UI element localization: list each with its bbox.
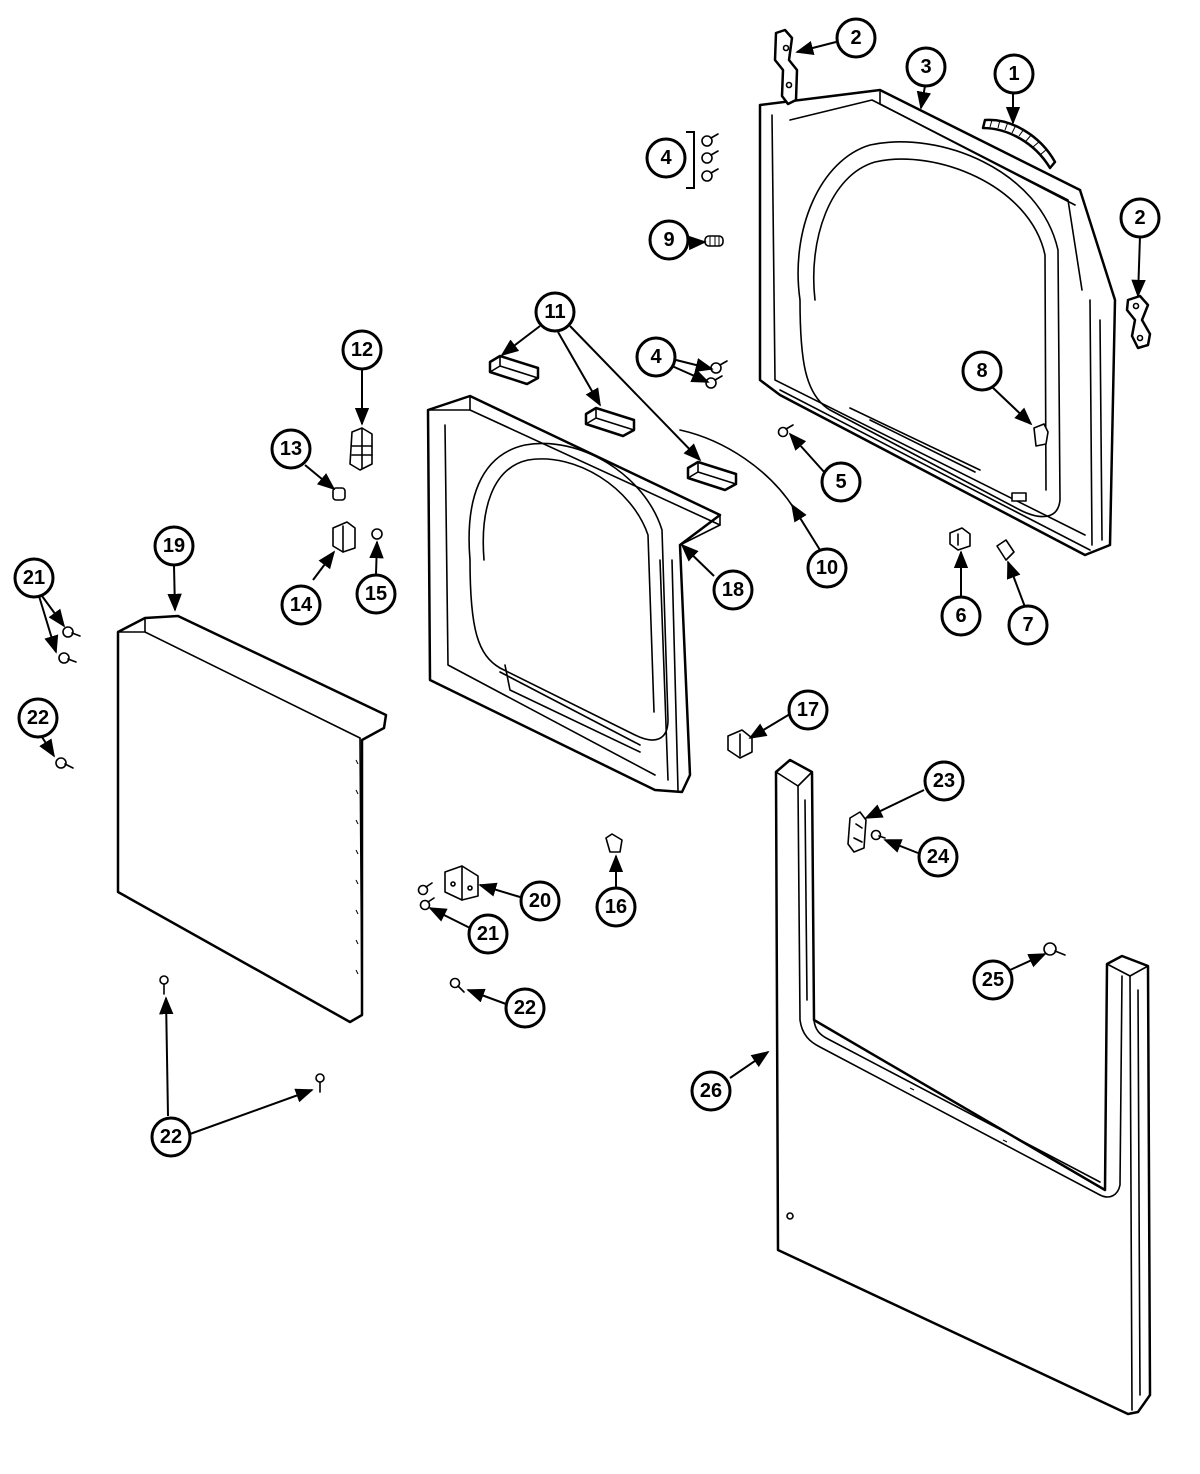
part-3-rear-panel [758, 88, 1117, 557]
part-18-front-frame [426, 394, 722, 794]
part-19-door-panel [116, 614, 388, 1024]
callout-14: 14 [280, 584, 322, 626]
part-2-bracket-top [773, 28, 799, 106]
callout-22-middle: 22 [504, 987, 546, 1029]
svg-text:8: 8 [976, 360, 987, 382]
svg-text:25: 25 [982, 969, 1004, 991]
callout-21-left: 21 [13, 557, 55, 599]
callout-20: 20 [519, 880, 561, 922]
svg-text:21: 21 [477, 923, 499, 945]
svg-text:1: 1 [1008, 63, 1019, 85]
part-8-clip [1033, 423, 1049, 447]
part-13-plug [332, 487, 346, 501]
callout-13: 13 [270, 428, 312, 470]
part-26-lower-panel [774, 758, 1152, 1416]
svg-text:22: 22 [514, 997, 536, 1019]
part-25-screw [1043, 942, 1066, 956]
callout-2-right: 2 [1119, 197, 1161, 239]
callout-16: 16 [595, 886, 637, 928]
svg-text:3: 3 [920, 56, 931, 78]
part-21-screws-left [58, 626, 81, 664]
callout-22-bottom: 22 [150, 1116, 192, 1158]
svg-text:13: 13 [280, 438, 302, 460]
callout-9: 9 [648, 219, 690, 261]
callout-23: 23 [923, 760, 965, 802]
part-11-pad-3 [686, 460, 738, 492]
callout-18: 18 [712, 569, 754, 611]
svg-text:7: 7 [1022, 614, 1033, 636]
callout-21-middle: 21 [467, 913, 509, 955]
callout-11: 11 [534, 291, 576, 333]
part-7-clip [996, 539, 1015, 561]
callout-12: 12 [341, 329, 383, 371]
part-24-screw [870, 829, 886, 841]
part-21-screws-middle [417, 882, 435, 911]
svg-text:9: 9 [663, 229, 674, 251]
svg-text:6: 6 [955, 605, 966, 627]
callout-4-top: 4 [645, 137, 687, 179]
callout-8: 8 [961, 350, 1003, 392]
svg-text:10: 10 [816, 557, 838, 579]
part-23-bracket [847, 811, 867, 853]
part-4-screw-pair [705, 360, 728, 389]
part-10-seal [679, 429, 796, 511]
svg-text:2: 2 [1134, 207, 1145, 229]
part-11-pad-2 [584, 406, 636, 438]
part-4-screw-group [686, 131, 719, 189]
svg-text:16: 16 [605, 896, 627, 918]
callout-19: 19 [153, 525, 195, 567]
callout-24: 24 [917, 836, 959, 878]
svg-text:22: 22 [27, 707, 49, 729]
callout-17: 17 [787, 689, 829, 731]
part-17-clip [727, 729, 753, 759]
callout-26: 26 [690, 1070, 732, 1112]
svg-text:14: 14 [290, 594, 313, 616]
leaders [38, 41, 1146, 1135]
part-20-hinge [444, 865, 479, 901]
svg-text:5: 5 [835, 471, 846, 493]
svg-text:26: 26 [700, 1080, 722, 1102]
svg-text:15: 15 [365, 583, 387, 605]
part-15-screw [371, 528, 383, 540]
callout-6: 6 [940, 595, 982, 637]
part-12-bracket [349, 427, 373, 471]
callout-7: 7 [1007, 604, 1049, 646]
part-22-screw-bottom-2 [315, 1073, 325, 1093]
svg-text:21: 21 [23, 567, 45, 589]
part-2-bracket-right [1125, 294, 1152, 350]
part-5-screw [777, 424, 794, 438]
part-9-clip [704, 235, 724, 247]
callout-3: 3 [905, 46, 947, 88]
svg-text:12: 12 [351, 339, 373, 361]
part-22-screw-middle [449, 977, 465, 993]
callout-15: 15 [355, 573, 397, 615]
part-22-screw-bottom-1 [159, 975, 169, 995]
svg-text:18: 18 [722, 579, 744, 601]
svg-text:4: 4 [660, 147, 672, 169]
callout-2-top: 2 [835, 17, 877, 59]
callout-22-left: 22 [17, 697, 59, 739]
svg-text:2: 2 [850, 27, 861, 49]
part-16-clip [605, 833, 623, 853]
svg-text:22: 22 [160, 1126, 182, 1148]
svg-text:19: 19 [163, 535, 185, 557]
svg-text:17: 17 [797, 699, 819, 721]
svg-text:11: 11 [544, 301, 565, 323]
part-11-pad-1 [488, 354, 540, 386]
callout-5: 5 [820, 461, 862, 503]
callout-25: 25 [972, 959, 1014, 1001]
svg-text:4: 4 [650, 346, 662, 368]
svg-text:24: 24 [927, 846, 950, 868]
callout-4-middle: 4 [635, 336, 677, 378]
svg-text:23: 23 [933, 770, 955, 792]
part-6-clip [949, 527, 971, 551]
callout-1: 1 [993, 53, 1035, 95]
svg-text:20: 20 [529, 890, 551, 912]
part-14-bracket [332, 521, 356, 553]
callout-10: 10 [806, 547, 848, 589]
part-22-screw-left [55, 757, 74, 769]
